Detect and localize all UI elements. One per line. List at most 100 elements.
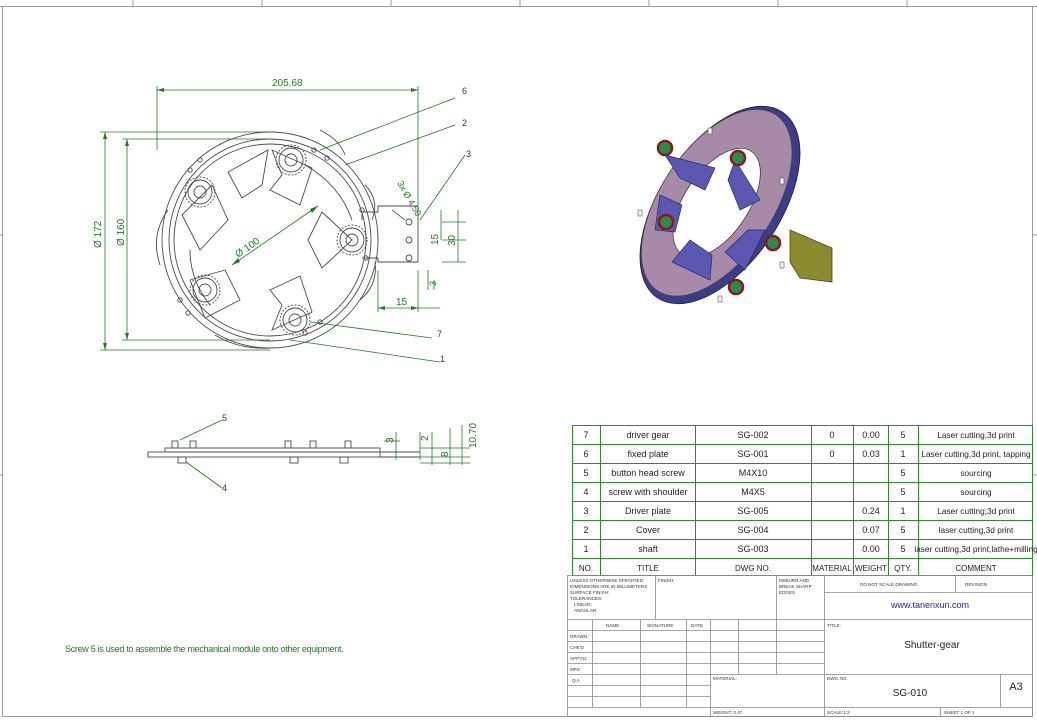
bom-cell-qty: 5 [900,544,905,554]
isometric-view [637,105,833,305]
bom-cell-comment: Laser cutting,3d print, tapping [921,449,1031,459]
bom-cell-no: 1 [583,544,588,554]
dim-tab-3: 3 [428,281,438,286]
tb-qa: Q.A [572,678,581,683]
tb-finish: FINISH: [658,578,674,583]
tb-deburr-3: EDGES [779,590,795,595]
tb-appvd: APPV'D [570,656,587,661]
dim-side-2: 2 [420,435,431,441]
dim-dia-mid: Ø 160 [116,218,127,246]
tb-dwgno: SG-010 [893,688,928,699]
bom-cell-comment: sourcing [960,487,992,497]
bom-header-no: NO. [579,564,593,573]
tb-weight: WEIGHT: 0.47 [713,710,743,715]
bom-cell-material: 0 [829,449,834,459]
bom-cell-dwg: SG-005 [737,506,768,516]
part-outline [155,129,419,349]
tb-tolerances: TOLERANCES: [570,596,602,601]
tb-chkd: CHK'D [570,645,585,650]
balloon-5: 5 [222,413,227,423]
bom-cell-weight: 0.03 [862,449,880,459]
bom-cell-comment: sourcing [960,468,992,478]
tb-website: www.tanenxun.com [890,600,969,610]
bom-header-qty: QTY. [894,564,912,573]
balloon-4: 4 [222,483,227,493]
bom-cell-no: 2 [583,525,588,535]
dim-tab-15h: 15 [396,297,408,308]
bom-cell-no: 6 [583,449,588,459]
arrowheads [103,88,418,350]
tb-sheet: SHEET 1 OF 1 [944,710,975,715]
bom-cell-no: 3 [583,506,588,516]
bom-header-comment: COMMENT [955,564,996,573]
bom-cell-material: 0 [829,430,834,440]
assembly-note: Screw 5 is used to assemble the mechanic… [65,644,344,654]
dim-dia-outer: Ø 172 [93,220,104,248]
tb-size: A3 [1009,681,1022,693]
tb-noscale: DO NOT SCALE DRAWING [860,582,918,587]
tb-dwgno-label: DWG NO. [827,676,848,681]
bom-cell-dwg: SG-003 [737,544,768,554]
balloon-3: 3 [466,149,471,159]
tb-col-signature: SIGNATURE [647,623,673,628]
bom-cell-title: driver gear [626,430,669,440]
tb-revision: REVISION [965,582,987,587]
bom-cell-dwg: M4X5 [741,487,765,497]
bom-cell-qty: 5 [900,468,905,478]
tb-drawn: DRAWN [570,634,587,639]
bom-cell-no: 7 [583,430,588,440]
tb-linear: LINEAR: [574,602,592,607]
bom-cell-title: Driver plate [625,506,671,516]
tb-material: MATERIAL: [713,676,737,681]
dimension-lines [100,86,466,363]
bom-cell-weight: 0.00 [862,544,880,554]
tb-surface: SURFACE FINISH: [570,590,609,595]
dim-side-3: 3 [385,437,396,443]
tb-title-label: TITLE: [827,623,841,628]
bom-cell-comment: laser cutting,3d print,lathe+milling [914,544,1037,554]
dim-holes: 3x Ø 4.50 [395,179,423,218]
bom-cell-comment: Laser cutting,3d print [937,506,1015,516]
tb-scale: SCALE:1:2 [827,710,850,715]
bom-cell-qty: 5 [900,525,905,535]
bom-cell-dwg: SG-001 [737,449,768,459]
bom-cell-dwg: SG-002 [737,430,768,440]
bom-cell-weight: 0.24 [862,506,880,516]
bom-cell-title: shaft [638,544,658,554]
bom-header-dwg: DWG NO. [735,564,771,573]
bom-cell-qty: 1 [900,449,905,459]
iso-gears [656,139,782,296]
bom-cell-comment: laser cutting,3d print [939,525,1014,535]
side-view: 3 2 8 10.70 5 4 [147,413,479,493]
balloon-2: 2 [462,118,467,128]
dim-tab-15v: 15 [430,233,441,245]
dim-dia-inner: Ø 100 [233,236,262,261]
tb-title: Shutter-gear [904,640,960,651]
tb-dims: DIMENSIONS ARE IN MILLIMETERS [570,584,647,589]
bom-cell-comment: Laser cutting,3d print [937,430,1015,440]
bom-cell-title: screw with shoulder [608,487,687,497]
tb-angular: ANGULAR: [574,608,598,613]
bom-cell-title: button head screw [611,468,685,478]
bom-header-title: TITLE [637,564,659,573]
tb-col-date: DATE [691,623,703,628]
dim-tab-30v: 30 [447,234,458,246]
bom-cell-weight: 0.00 [862,430,880,440]
dim-side-8: 8 [440,451,451,457]
title-block: UNLESS OTHERWISE SPECIFIED: DIMENSIONS A… [567,575,1033,717]
bom-cell-weight: 0.07 [862,525,880,535]
bom-cell-qty: 5 [900,487,905,497]
bom-cell-title: fixed plate [627,449,668,459]
tb-deburr-2: BREAK SHARP [779,584,812,589]
front-view: 205.68 Ø 172 Ø 160 Ø 100 3x Ø 4.50 15 30… [93,78,471,364]
bom-cell-qty: 5 [900,430,905,440]
bom-cell-no: 4 [583,487,588,497]
tb-mfg: MFG [570,667,581,672]
bom-cell-title: Cover [636,525,660,535]
balloon-6: 6 [462,86,467,96]
balloon-labels: 6 2 3 7 1 [437,86,471,364]
